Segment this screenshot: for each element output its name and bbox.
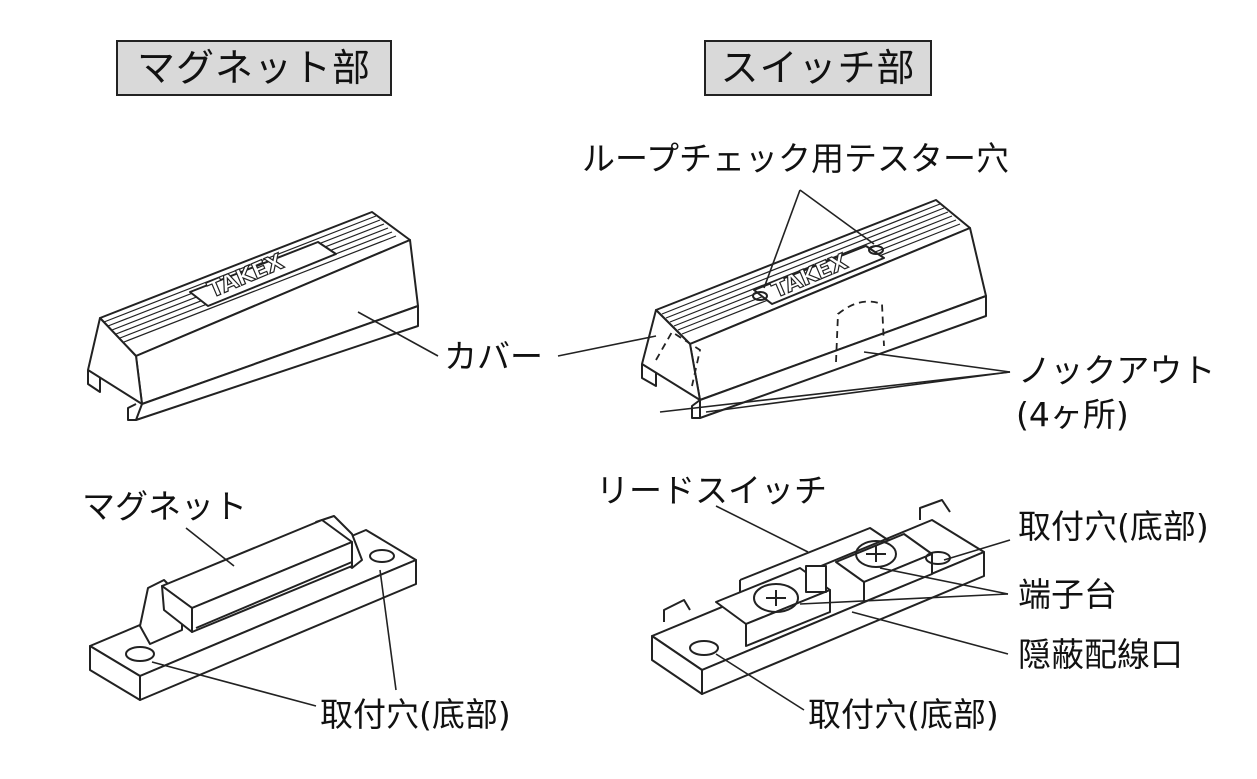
terminal-block-label: 端子台 — [1018, 575, 1117, 614]
magnet-label: マグネット — [82, 487, 247, 526]
reed-switch-label: リードスイッチ — [596, 471, 827, 510]
concealed-wiring-port-label: 隠蔽配線口 — [1018, 635, 1183, 674]
magnet-base-drawing — [89, 515, 417, 701]
switch-section-title: スイッチ部 — [704, 40, 932, 96]
loop-check-hole-label: ループチェック用テスター穴 — [582, 139, 1010, 178]
magnet-section-title: マグネット部 — [116, 40, 392, 96]
cover-label: カバー — [444, 337, 543, 376]
switch-cover-drawing: TAKEX — [641, 199, 987, 419]
switch-mount-hole-bottom-label: 取付穴(底部) — [808, 695, 999, 734]
knockout-label: ノックアウト — [1018, 351, 1216, 390]
switch-base-drawing — [651, 499, 985, 695]
magnet-cover-drawing: TAKEX — [87, 211, 419, 421]
leader-lines — [151, 189, 1011, 711]
switch-mount-hole-right-label: 取付穴(底部) — [1018, 507, 1209, 546]
knockout-count-label: (4ヶ所) — [1016, 395, 1129, 434]
magnet-mount-hole-label: 取付穴(底部) — [320, 695, 511, 734]
